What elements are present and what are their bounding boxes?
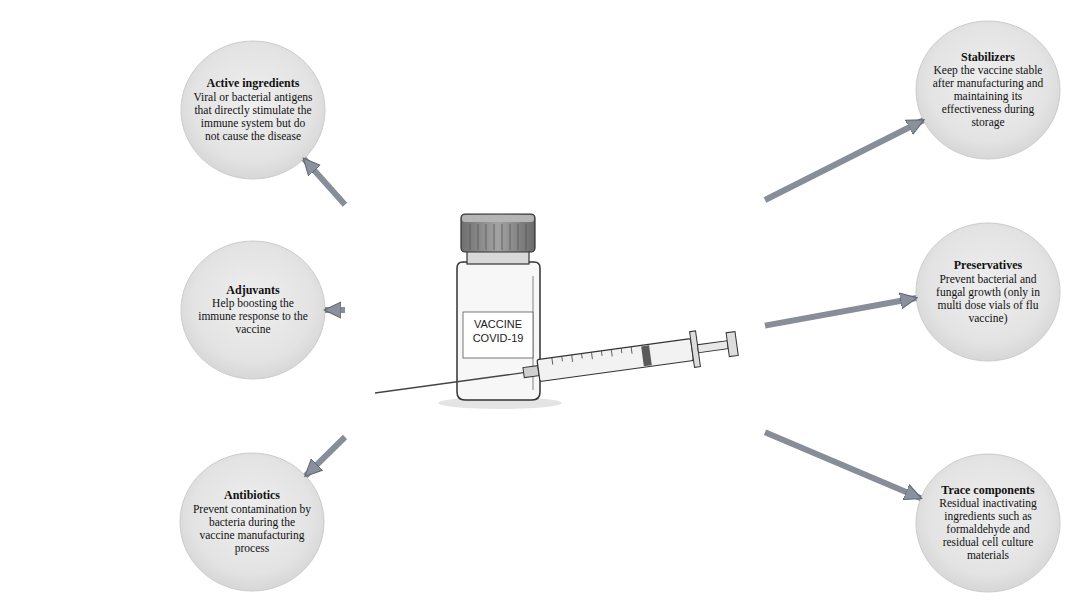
syringe-seal	[641, 345, 652, 366]
component-ellipse: Active ingredientsViral or bacterial ant…	[180, 40, 326, 180]
arrow-connector	[304, 159, 345, 205]
ellipse-shape	[180, 453, 324, 591]
vial-cap-ridges	[470, 224, 526, 250]
ellipse-shape	[916, 21, 1060, 159]
node-description: Help boosting the immune response to the…	[192, 297, 314, 336]
node-description: Residual inactivating ingredients such a…	[927, 497, 1049, 562]
node-content: AntibioticsPrevent contamination by bact…	[191, 458, 313, 586]
syringe-plunger	[697, 341, 728, 353]
vial-label	[463, 312, 533, 358]
component-ellipse: StabilizersKeep the vaccine stable after…	[915, 20, 1061, 160]
syringe-needle	[375, 373, 524, 393]
arrow-connector	[325, 307, 345, 313]
node-heading: Antibiotics	[224, 489, 280, 503]
ellipse-shape	[916, 454, 1060, 592]
node-content: PreservativesPrevent bacterial and funga…	[927, 228, 1049, 356]
vial-label-text: VACCINE COVID-19	[463, 317, 533, 346]
node-heading: Stabilizers	[961, 51, 1015, 65]
component-ellipse: Trace componentsResidual inactivating in…	[915, 453, 1061, 593]
ellipse-shape	[916, 223, 1060, 361]
vaccine-node: VACCINE COVID-19	[345, 200, 765, 437]
arrow-connector	[765, 120, 923, 200]
node-content: Trace componentsResidual inactivating in…	[927, 459, 1049, 587]
node-heading: Adjuvants	[226, 284, 279, 298]
node-content: StabilizersKeep the vaccine stable after…	[927, 26, 1049, 154]
syringe-ticks	[552, 347, 632, 365]
arrow-connector	[765, 432, 921, 498]
node-description: Prevent contamination by bacteria during…	[191, 503, 313, 555]
component-ellipse: AdjuvantsHelp boosting the immune respon…	[180, 240, 326, 380]
node-heading: Trace components	[941, 484, 1034, 498]
vial-body	[457, 262, 540, 400]
node-heading: Active ingredients	[207, 77, 300, 91]
node-content: Active ingredientsViral or bacterial ant…	[192, 46, 314, 174]
arrow-connector	[306, 437, 345, 476]
ellipse-outline	[915, 453, 1061, 593]
syringe-barrel	[537, 339, 694, 382]
ellipse-shape	[181, 241, 325, 379]
arrow-connector	[765, 298, 916, 326]
node-heading: Preservatives	[954, 259, 1022, 273]
node-description: Keep the vaccine stable after manufactur…	[927, 64, 1049, 129]
vial-cap	[461, 214, 535, 252]
component-ellipse: AntibioticsPrevent contamination by bact…	[179, 452, 325, 592]
component-ellipse: PreservativesPrevent bacterial and funga…	[915, 222, 1061, 362]
node-description: Viral or bacterial antigens that directl…	[192, 91, 314, 143]
ellipse-outline	[915, 20, 1061, 160]
vial-cap-top	[462, 215, 534, 222]
syringe-hub	[523, 366, 539, 378]
ellipse-outline	[180, 240, 326, 380]
syringe-plunger-cap	[726, 332, 738, 357]
syringe	[373, 326, 740, 411]
node-content: AdjuvantsHelp boosting the immune respon…	[192, 246, 314, 374]
node-description: Prevent bacterial and fungal growth (onl…	[927, 273, 1049, 325]
ellipse-shape	[181, 41, 325, 179]
